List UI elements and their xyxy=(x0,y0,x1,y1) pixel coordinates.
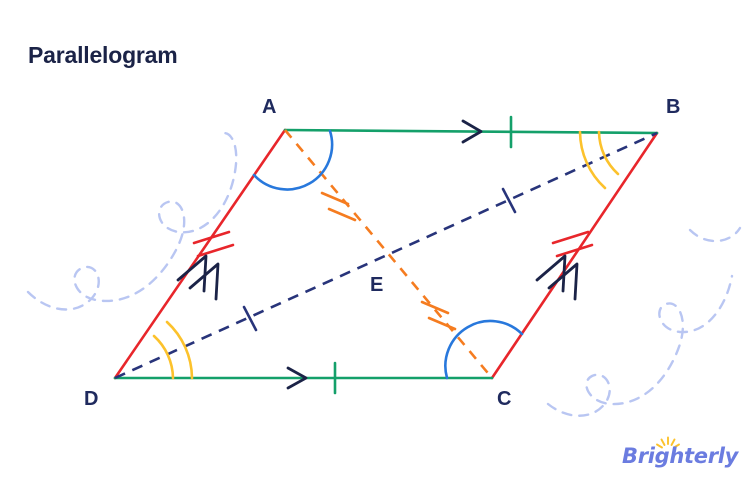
tick-BC-double xyxy=(551,230,594,258)
vertex-label-c: C xyxy=(497,388,512,410)
diagonal-ticks-DB xyxy=(242,187,517,332)
diagonal-AC xyxy=(284,129,493,379)
side-marks-DC xyxy=(286,361,337,395)
decor-squiggle-right-upper xyxy=(546,274,734,417)
tick-DE xyxy=(242,305,258,332)
side-marks-AB xyxy=(461,115,513,149)
side-BC xyxy=(490,131,659,380)
diagonal-ticks-AC xyxy=(320,191,457,331)
side-AD xyxy=(113,128,287,380)
sunburst-icon xyxy=(656,436,680,449)
vertex-label-e: E xyxy=(370,274,384,296)
tick-EB xyxy=(501,187,517,214)
diagonal-DB xyxy=(114,131,658,380)
arrow-AB xyxy=(461,119,483,144)
side-marks-BC xyxy=(535,230,594,301)
vertex-label-a: A xyxy=(262,96,277,118)
arrow-AD-double xyxy=(176,254,220,301)
tick-EC-2 xyxy=(427,316,457,331)
vertex-label-b: B xyxy=(666,96,681,118)
angle-arc-C xyxy=(444,319,524,380)
side-AB xyxy=(283,128,659,135)
brighterly-logo: Brighterly xyxy=(622,436,738,476)
angle-arc-D xyxy=(152,320,194,380)
side-marks-AD xyxy=(176,230,235,301)
tick-EC-1 xyxy=(420,300,450,315)
decorative-squiggles xyxy=(26,131,742,417)
arrow-BC-double xyxy=(535,254,579,301)
page-title: Parallelogram xyxy=(28,42,178,68)
arrow-DC xyxy=(286,366,308,390)
brighterly-wordmark: Brighterly xyxy=(622,444,739,468)
tick-AD-double xyxy=(192,230,235,258)
tick-AE-2 xyxy=(327,207,357,222)
angle-arc-B xyxy=(578,130,620,190)
tick-AE-1 xyxy=(320,191,350,206)
angle-arc-A xyxy=(252,129,334,191)
vertex-label-d: D xyxy=(84,388,99,410)
decor-squiggle-right-lower xyxy=(688,226,742,243)
decor-squiggle-left xyxy=(26,131,238,311)
